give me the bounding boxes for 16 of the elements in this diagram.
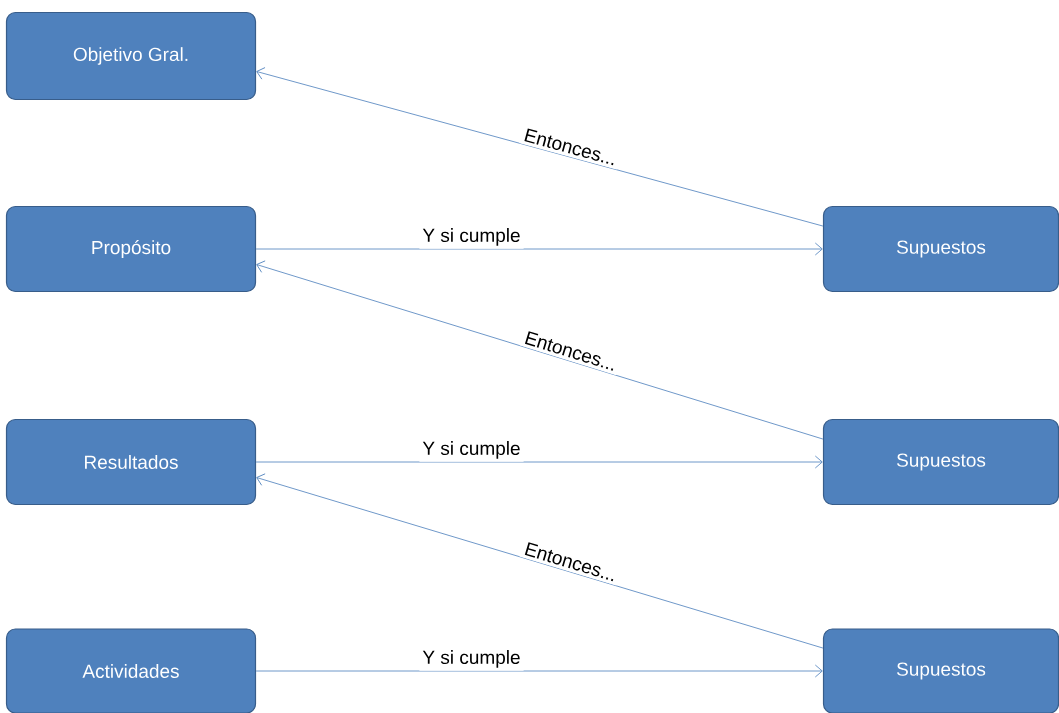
arrow xyxy=(255,242,823,256)
arrow xyxy=(255,664,823,678)
process-box: Supuestos xyxy=(822,418,1059,506)
process-box: Resultados xyxy=(5,418,257,506)
arrow xyxy=(256,260,824,440)
process-box: Supuestos xyxy=(822,205,1059,293)
edge-label: Y si cumple xyxy=(419,647,524,671)
process-box: Propósito xyxy=(5,205,257,293)
arrow xyxy=(256,473,824,649)
edge-label: Y si cumple xyxy=(419,225,524,249)
arrow xyxy=(255,455,823,469)
process-box: Actividades xyxy=(5,628,257,713)
process-box: Supuestos xyxy=(822,628,1059,713)
edge-label: Y si cumple xyxy=(419,438,524,462)
arrow xyxy=(256,67,824,227)
process-box: Objetivo Gral. xyxy=(5,11,257,101)
